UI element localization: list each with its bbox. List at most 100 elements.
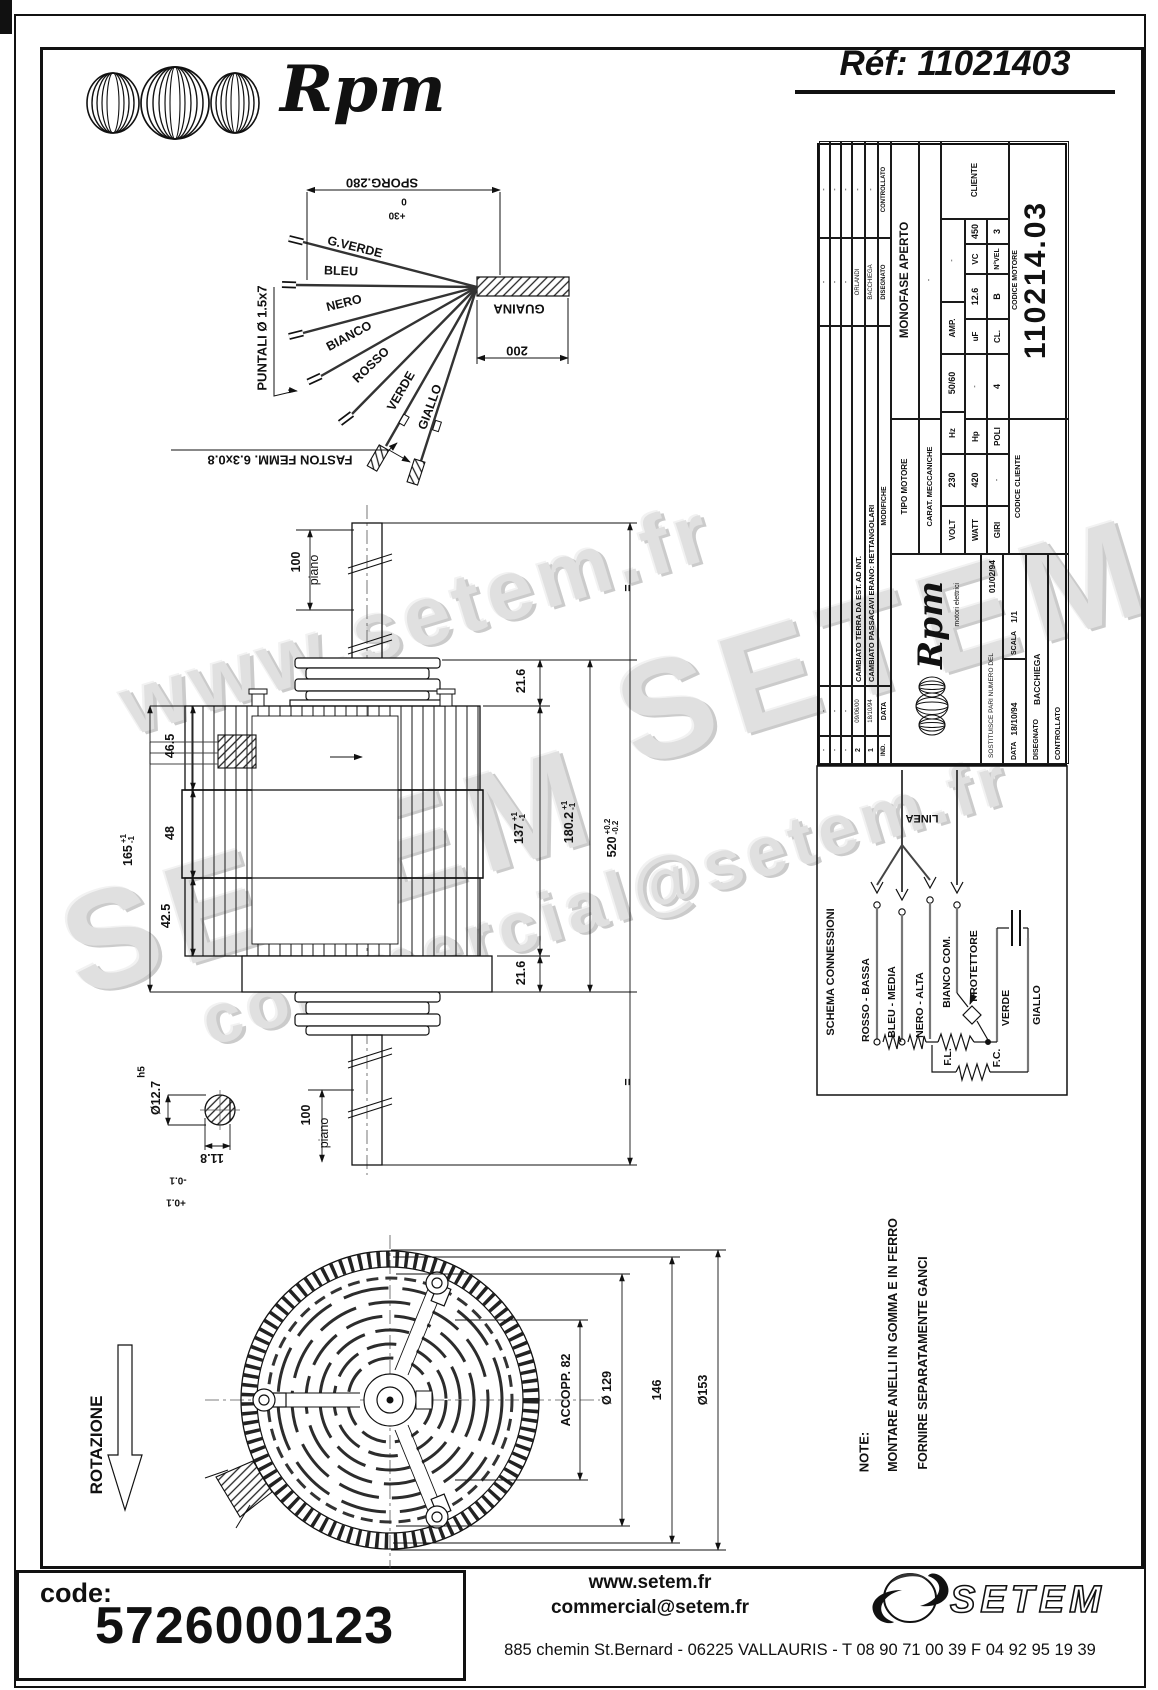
faston-label: FASTON FEMM. 6.3x0.8 [207,452,353,468]
dim-48: 48 [163,826,177,840]
tb-logo-cell: Rpm motori elettrici [891,554,981,764]
dim-200: 200 [506,343,528,359]
tb-sostituisce: SOSTITUISCE PARI NUMERO DEL 01/02/94 [981,554,1003,764]
title-block: - - - - - - - - - - - - 2 09/06/00 CAMBI… [817,141,1069,766]
tb-nvel-value: 3 [987,219,1009,244]
tb-giri-value: - [987,454,1009,506]
rev-row1-ctrl: - [865,141,878,238]
schema-rosso: ROSSO - BASSA [860,957,872,1043]
ref-label: Réf: [839,44,908,83]
screws [252,1271,452,1529]
tb-hz-value: 50/60 [941,354,965,412]
rev-h-date: DATA [878,686,891,736]
rev-row1-date: 18/10/94 [865,686,878,736]
tb-scala-value: 1/1 [1009,611,1020,623]
rpm-logo-text: Rpm [280,52,446,127]
schema-circuit [816,765,1068,1096]
rev-r0-desc [819,326,830,686]
dim-46-5: 46.5 [163,733,177,759]
rev-row1-dis: BACCHIEGA [865,238,878,326]
rotation-arrow-icon [107,1344,143,1513]
tb-disegnato-value: BACCHIEGA [1031,653,1042,706]
tb-logo-text: Rpm [911,581,952,670]
dim-42-5: 42.5 [159,903,173,929]
tb-vc-value: 450 [965,219,987,244]
tb-sostituisce-label: SOSTITUISCE PARI NUMERO DEL [987,653,995,758]
rev-row2-dis: ORLANDI [852,238,865,326]
rev-h-ind: IND. [878,736,891,764]
dim-sporg-tol-plus: +30 [388,209,406,221]
coil-icon [86,66,260,140]
footer-website: www.setem.fr [588,1572,712,1593]
tb-amp-label: AMP. [941,302,965,354]
schema-bianco: BIANCO COM. [941,936,953,1008]
tb-scala: SCALA 1/1 [1003,554,1026,659]
tb-codice-motore-value: 110214.03 [1019,200,1053,360]
rev-h-desc: MODIFICHE [878,326,891,686]
tb-uf-label: uF [965,319,987,354]
dim-sporg-tol-zero: 0 [401,195,407,207]
rev-r2-date: - [841,686,852,736]
tb-coil-icon [915,676,949,736]
rev-r2-dis: - [841,238,852,326]
motor-side-view [149,505,493,1175]
dim-146: 146 [650,1379,664,1401]
faston-connectors [366,413,443,486]
rev-r2-ctrl: - [841,141,852,238]
tb-volt-label: VOLT [941,506,965,554]
outer-border [14,14,1146,1688]
code-value: 5726000123 [95,1597,395,1655]
tb-data-value: 18/10/94 [1009,702,1020,736]
wire-fan-drawing [171,186,570,486]
schema-fc: F.C. [991,1048,1003,1068]
rev-r2-desc [841,326,852,686]
ref-value: 11021403 [917,44,1071,83]
rev-r0-date: - [819,686,830,736]
rev-r1-date: - [830,686,841,736]
tb-data: DATA 18/10/94 [1003,659,1026,764]
tb-disegnato: DISEGNATO BACCHIEGA [1026,554,1048,764]
rpm-logo-coils [86,66,260,140]
sheath-label: GUAINA [493,301,545,317]
tb-disegnato-label: DISEGNATO [1033,719,1041,760]
tb-codice-cliente: CODICE CLIENTE [1009,419,1069,554]
rev-r1-ctrl: - [830,141,841,238]
tb-sostituisce-date: 01/02/94 [986,560,997,594]
setem-swoosh-icon [872,1573,949,1624]
rev-h-ctrl: CONTROLLATO [878,141,891,238]
tb-tipo-label: TIPO MOTORE [891,419,919,554]
rev-r1-dis: - [830,238,841,326]
dim-137: 137+1-1 [510,812,527,844]
tb-hp-value: - [965,354,987,419]
rev-row2-desc: CAMBIATO TERRA DA EST. AD INT. [852,326,865,686]
rev-row2-ctrl: - [852,141,865,238]
schema-giallo: GIALLO [1031,985,1043,1025]
wire-label-bleu: BLEU [323,263,359,279]
dim-100-top: 100 [289,551,303,573]
dim-153: Ø153 [696,1374,710,1406]
tb-logo-sub: motori elettrici [954,583,962,627]
tb-poli-value: 4 [987,354,1009,419]
tb-watt-label: WATT [965,506,987,554]
tb-cliente: CLIENTE [941,141,1009,219]
puntali-label: PUNTALI Ø 1.5x7 [254,285,270,391]
motor-end-view [107,1235,726,1568]
shaft-dia: Ø12.7 [149,1080,163,1116]
tb-uf-value: 12.6 [965,274,987,319]
schema-bleu: BLEU - MEDIA [886,966,898,1038]
rev-r0-ctrl: - [819,141,830,238]
rotazione-label: ROTAZIONE [87,1395,106,1495]
shaft-fit: h5 [136,1066,148,1078]
piano-top: piano [307,554,321,586]
tb-hp-label: Hp [965,419,987,454]
schema-nero: NERO - ALTA [914,972,926,1038]
tb-giri-label: GIRI [987,506,1009,554]
schema-fl: F.L. [942,1048,954,1066]
main-drawing-frame [40,47,1144,1569]
tb-scala-label: SCALA [1010,630,1018,655]
tb-nvel-label: N°VEL [987,244,1009,274]
rev-r0-dis: - [819,238,830,326]
piano-bot: piano [317,1117,331,1149]
footer-address: 885 chemin St.Bernard - 06225 VALLAURIS … [504,1641,1096,1659]
dim-180-2: 180.2+1-1 [560,800,577,844]
